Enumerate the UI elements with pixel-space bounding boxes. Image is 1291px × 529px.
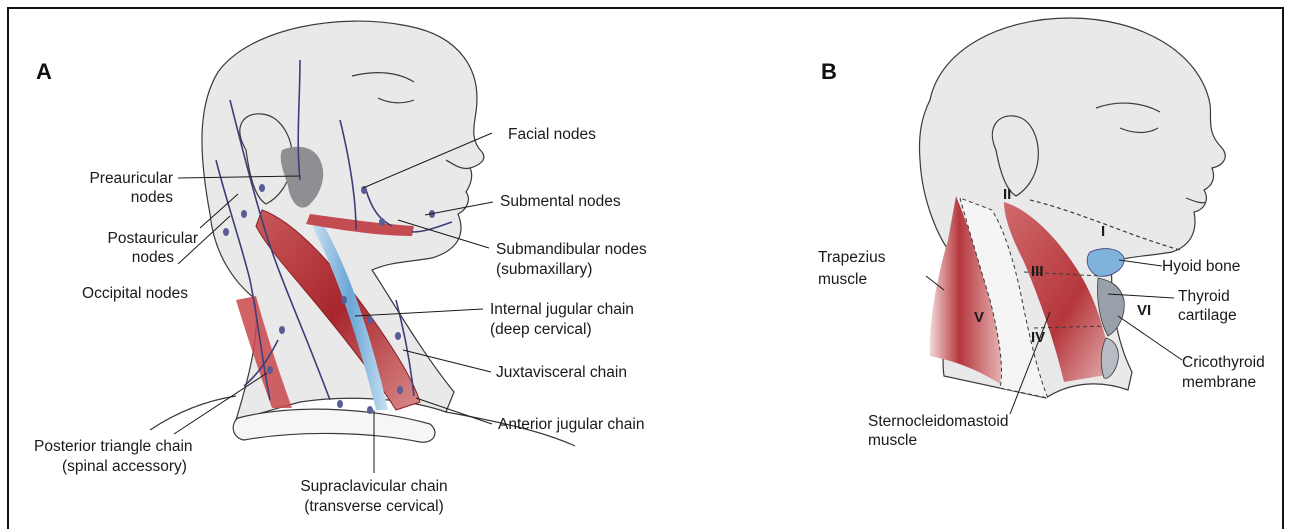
shoulder-back-a	[150, 396, 236, 430]
label-cricothyroid-1: Cricothyroid	[1182, 354, 1265, 371]
label-postauricular-1: Postauricular	[108, 230, 198, 247]
label-occipital-nodes: Occipital nodes	[82, 285, 188, 302]
zone-iii: III	[1031, 263, 1044, 280]
zone-i: I	[1101, 223, 1105, 240]
label-postauricular-2: nodes	[132, 249, 174, 266]
label-submental-nodes: Submental nodes	[500, 193, 621, 210]
panel-a-illustration	[150, 21, 575, 446]
panel-b-letter: B	[821, 59, 837, 84]
label-internal-jugular-2: (deep cervical)	[490, 321, 592, 338]
label-scm-1: Sternocleidomastoid	[868, 413, 1008, 430]
label-facial-nodes: Facial nodes	[508, 126, 596, 143]
label-internal-jugular-1: Internal jugular chain	[490, 301, 634, 318]
label-posterior-triangle-2: (spinal accessory)	[62, 458, 187, 475]
label-thyroid-2: cartilage	[1178, 307, 1237, 324]
hyoid-bone-b	[1087, 249, 1124, 277]
label-supraclavicular-2: (transverse cervical)	[304, 498, 444, 515]
label-posterior-triangle-1: Posterior triangle chain	[34, 438, 193, 455]
label-submandibular-2: (submaxillary)	[496, 261, 592, 278]
label-supraclavicular-1: Supraclavicular chain	[300, 478, 447, 495]
label-cricothyroid-2: membrane	[1182, 374, 1256, 391]
panel-a-letter: A	[36, 59, 52, 84]
clavicle-a	[233, 409, 435, 442]
label-preauricular-2: nodes	[131, 189, 173, 206]
label-trapezius-2: muscle	[818, 271, 867, 288]
zone-v: V	[974, 309, 984, 326]
zone-vi: VI	[1137, 302, 1151, 319]
panel-b-illustration	[919, 18, 1225, 398]
label-juxtavisceral-chain: Juxtavisceral chain	[496, 364, 627, 381]
label-anterior-jugular-chain: Anterior jugular chain	[498, 416, 644, 433]
zone-ii: II	[1003, 186, 1011, 203]
label-hyoid-bone: Hyoid bone	[1162, 258, 1240, 275]
label-scm-2: muscle	[868, 432, 917, 449]
label-thyroid-1: Thyroid	[1178, 288, 1230, 305]
label-submandibular-1: Submandibular nodes	[496, 241, 647, 258]
label-trapezius-1: Trapezius	[818, 249, 886, 266]
label-preauricular-1: Preauricular	[89, 170, 173, 187]
